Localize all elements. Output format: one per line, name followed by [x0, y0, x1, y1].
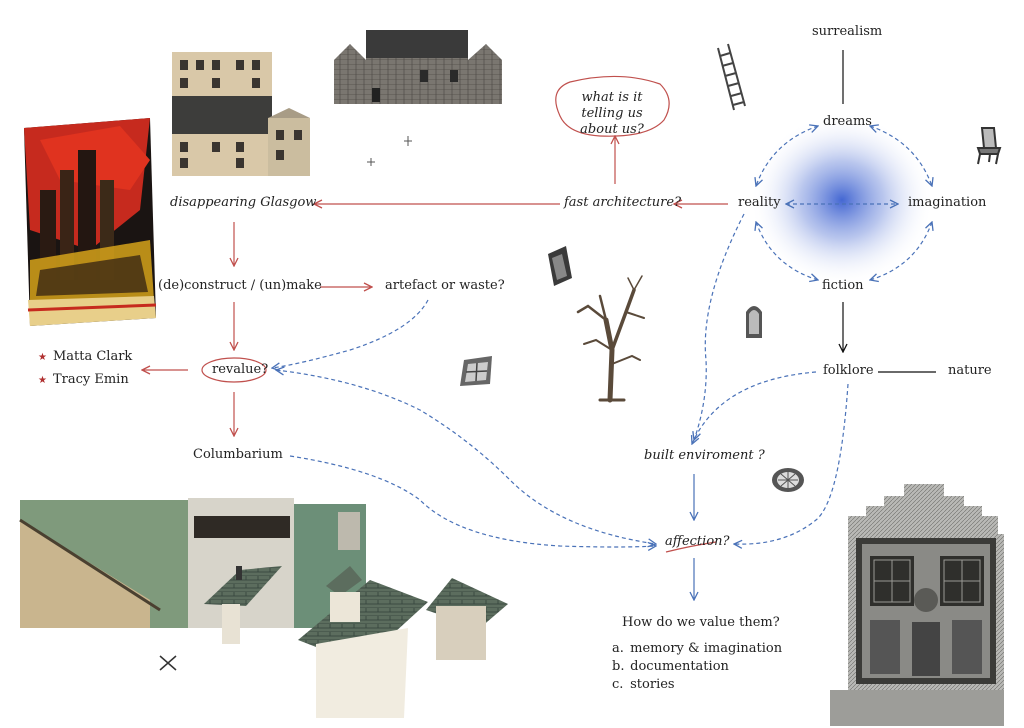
node-what-is-it-telling-us: what is it telling us about us? — [564, 90, 660, 138]
arched-window-icon — [746, 306, 762, 338]
connectors — [142, 50, 936, 600]
ladder-icon — [717, 43, 746, 111]
star-icon: ★ — [38, 375, 47, 386]
node-artefact-or-waste: artefact or waste? — [385, 278, 505, 293]
node-revalue: revalue? — [212, 362, 269, 377]
value-list-item: b. documentation — [612, 658, 782, 676]
sparkle-icon — [367, 136, 412, 166]
value-list-item: a. memory & imagination — [612, 640, 782, 658]
stone-farmhouse-photo — [334, 30, 502, 104]
door-icon — [548, 246, 572, 286]
value-list-item: c. stories — [612, 676, 782, 694]
node-surrealism: surrealism — [812, 24, 883, 39]
node-columbarium: Columbarium — [193, 447, 283, 462]
artist-item: ★ Matta Clark — [38, 348, 132, 367]
node-reality: reality — [738, 195, 781, 210]
node-fast-architecture: fast architecture? — [564, 195, 682, 210]
wooden-model-houses — [19, 498, 508, 718]
value-list: a. memory & imagination b. documentation… — [612, 640, 782, 694]
red-cityscape-collage — [24, 118, 157, 326]
artist-name: Tracy Emin — [52, 372, 129, 387]
bare-tree — [576, 275, 645, 403]
shopfront-etching — [830, 484, 1004, 726]
node-folklore: folklore — [823, 363, 874, 378]
star-icon: ★ — [38, 352, 47, 363]
node-affection: affection? — [665, 534, 730, 549]
artist-list: ★ Matta Clark ★ Tracy Emin — [38, 348, 132, 390]
artist-item: ★ Tracy Emin — [38, 371, 132, 390]
node-deconstruct: (de)construct / (un)make — [158, 278, 322, 293]
artist-name: Matta Clark — [52, 349, 133, 364]
list-marker: c. — [612, 677, 624, 692]
tenement-building-collage — [172, 52, 310, 176]
list-text: documentation — [630, 659, 729, 674]
node-nature: nature — [948, 363, 992, 378]
chair-icon — [976, 127, 1002, 165]
list-marker: a. — [612, 641, 624, 656]
node-value-question: How do we value them? — [622, 615, 780, 630]
node-fiction: fiction — [822, 278, 864, 293]
node-disappearing-glasgow: disappearing Glasgow — [170, 195, 317, 210]
list-text: memory & imagination — [630, 641, 783, 656]
node-imagination: imagination — [908, 195, 987, 210]
sparkle-icon — [159, 655, 177, 671]
round-window-icon — [772, 468, 804, 492]
telling-line-2: about us? — [580, 122, 644, 137]
node-built-environment: built enviroment ? — [644, 448, 765, 463]
window-icon — [460, 356, 492, 386]
node-dreams: dreams — [823, 114, 872, 129]
telling-line-1: what is it telling us — [581, 90, 643, 121]
list-marker: b. — [612, 659, 625, 674]
list-text: stories — [630, 677, 675, 692]
